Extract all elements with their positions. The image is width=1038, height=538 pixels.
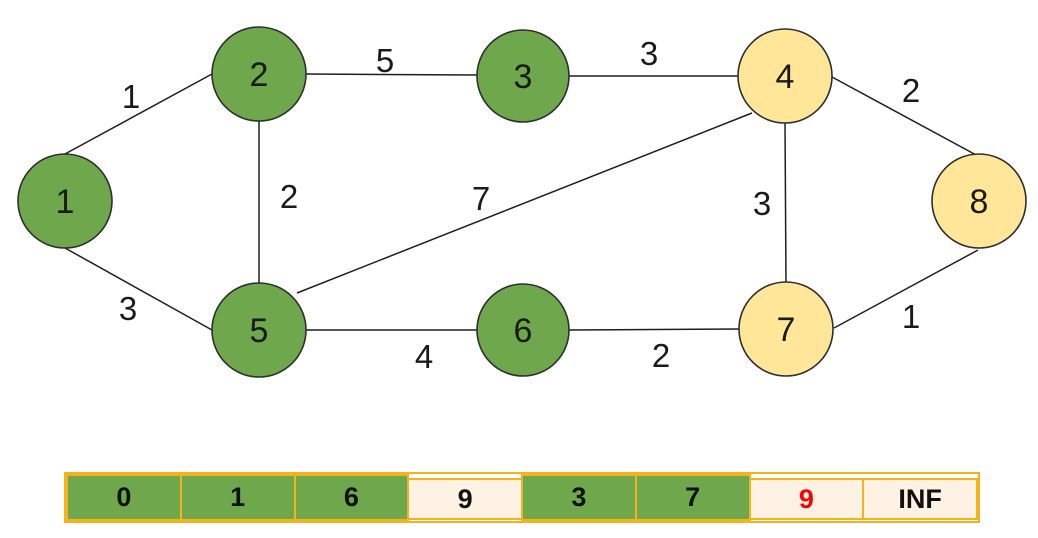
- node-4-label: 4: [776, 58, 795, 96]
- distance-cell-5: 3: [521, 474, 637, 521]
- node-4-circle: [737, 28, 833, 124]
- node-1-label: 1: [56, 183, 75, 221]
- distance-cell-3: 6: [293, 474, 410, 521]
- node-1-circle: [17, 153, 113, 249]
- node-5-label: 5: [250, 312, 269, 350]
- distance-cell-8: INF: [862, 478, 978, 520]
- edge-weight-4-7: 3: [753, 185, 771, 222]
- edge-2-3: [305, 73, 478, 76]
- node-2-circle: [211, 26, 307, 122]
- edge-weight-1-5: 3: [119, 290, 137, 327]
- edge-4-7: [784, 122, 787, 283]
- edge-1-5: [64, 247, 213, 331]
- distance-array: 0 1 6 9 3 7 9 INF: [64, 472, 980, 523]
- node-3-label: 3: [514, 58, 533, 96]
- distance-cell-2: 1: [179, 474, 296, 521]
- distance-cell-7: 9: [748, 478, 865, 520]
- node-2-label: 2: [250, 56, 269, 94]
- edge-weight-2-3: 5: [376, 42, 394, 79]
- edge-weight-2-5: 2: [280, 178, 298, 215]
- edge-6-7: [568, 328, 740, 331]
- edge-weight-5-6: 4: [415, 338, 433, 375]
- edge-weight-4-8: 2: [902, 72, 920, 109]
- edge-5-4: [296, 112, 753, 294]
- edge-weight-7-8: 1: [902, 298, 920, 335]
- node-3-circle: [476, 29, 570, 123]
- node-7-circle: [738, 281, 834, 377]
- node-6-label: 6: [514, 312, 533, 350]
- node-7-label: 7: [777, 311, 796, 349]
- edge-1-2: [64, 73, 213, 155]
- edge-7-8: [833, 249, 979, 329]
- distance-cell-6: 7: [634, 474, 751, 521]
- edge-weight-3-4: 3: [640, 35, 658, 72]
- distance-cell-4: 9: [407, 478, 523, 520]
- edge-weight-1-2: 1: [122, 78, 140, 115]
- node-8-label: 8: [970, 183, 989, 221]
- edge-weight-6-7: 2: [652, 337, 670, 374]
- node-6-circle: [476, 283, 570, 377]
- distance-cell-1: 0: [66, 474, 182, 521]
- graph-canvas: 1 5 3 2 3 2 7 3 4 2 1 1 2 3 4 5 6 7 8: [17, 26, 1027, 378]
- edge-4-8: [831, 76, 979, 157]
- edge-weight-5-4: 7: [472, 180, 490, 217]
- node-8-circle: [931, 153, 1027, 249]
- node-5-circle: [211, 282, 307, 378]
